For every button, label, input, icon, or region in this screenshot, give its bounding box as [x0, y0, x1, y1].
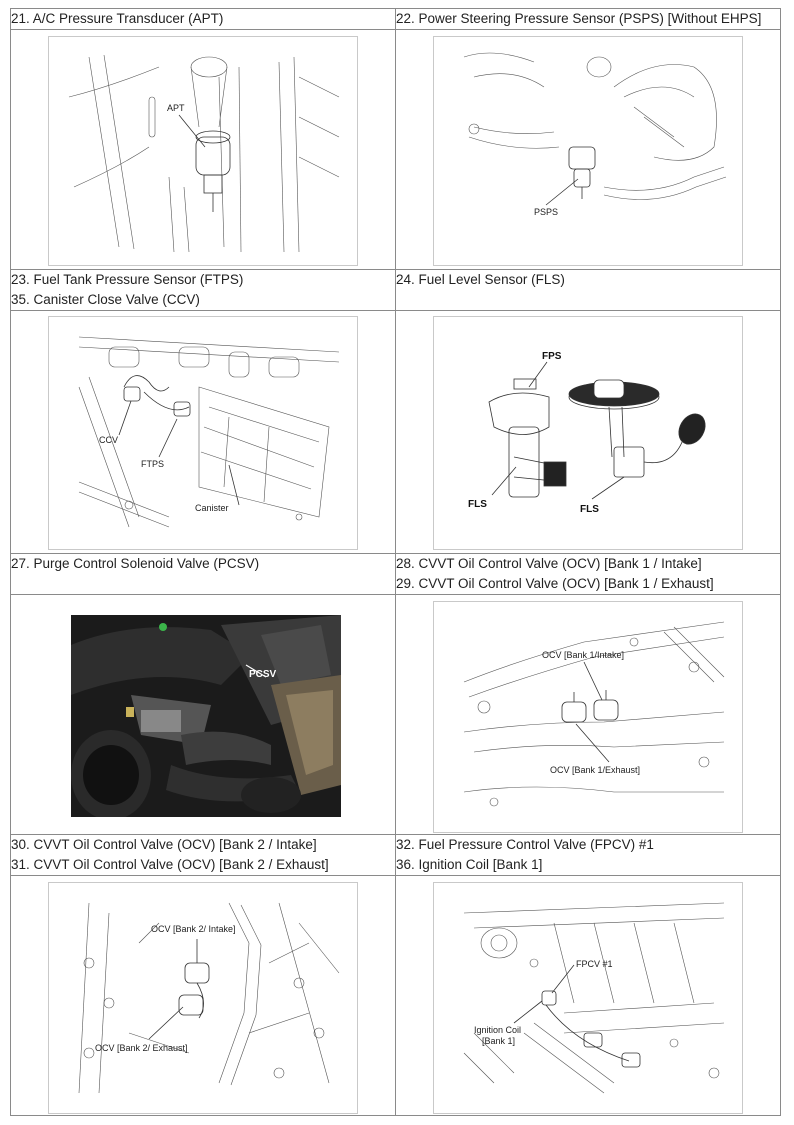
image-cell-fpcv-coil: FPCV #1 Ignition Coil [Bank 1]	[395, 875, 781, 1116]
header-line: 23. Fuel Tank Pressure Sensor (FTPS)	[11, 272, 244, 287]
callout-fpcv: FPCV #1	[576, 959, 613, 969]
header-line: 28. CVVT Oil Control Valve (OCV) [Bank 1…	[396, 556, 702, 571]
header-line: 35. Canister Close Valve (CCV)	[11, 292, 200, 307]
header-line: 36. Ignition Coil [Bank 1]	[396, 857, 543, 872]
ftps-ccv-illustration: CCV FTPS Canister	[48, 316, 358, 550]
header-pcsv: 27. Purge Control Solenoid Valve (PCSV)	[10, 553, 396, 595]
callout-fls-left: FLS	[468, 499, 487, 510]
header-line: 27. Purge Control Solenoid Valve (PCSV)	[11, 556, 260, 571]
callout-ignition-coil-bank: [Bank 1]	[482, 1036, 515, 1046]
header-line: 21. A/C Pressure Transducer (APT)	[11, 11, 224, 26]
ocv-bank1-illustration: OCV [Bank 1/Intake] OCV [Bank 1/Exhaust]	[433, 601, 743, 833]
header-line: 22. Power Steering Pressure Sensor (PSPS…	[396, 11, 762, 26]
header-line: 31. CVVT Oil Control Valve (OCV) [Bank 2…	[11, 857, 329, 872]
header-line: 29. CVVT Oil Control Valve (OCV) [Bank 1…	[396, 576, 714, 591]
callout-ocv-bank2-intake: OCV [Bank 2/ Intake]	[151, 924, 236, 934]
callout-ocv-bank1-intake: OCV [Bank 1/Intake]	[542, 650, 624, 660]
header-line: 24. Fuel Level Sensor (FLS)	[396, 272, 565, 287]
callout-ftps: FTPS	[141, 459, 164, 469]
callout-fps: FPS	[542, 351, 562, 362]
callout-fls-right: FLS	[580, 504, 599, 515]
header-fls: 24. Fuel Level Sensor (FLS)	[395, 269, 781, 311]
image-cell-fls: FPS FLS FLS	[395, 310, 781, 554]
image-cell-psps: PSPS	[395, 29, 781, 270]
image-cell-ftps-ccv: CCV FTPS Canister	[10, 310, 396, 554]
header-fpcv-coil: 32. Fuel Pressure Control Valve (FPCV) #…	[395, 834, 781, 876]
header-apt: 21. A/C Pressure Transducer (APT)	[10, 8, 396, 30]
callout-apt: APT	[167, 103, 185, 113]
fpcv-coil-illustration: FPCV #1 Ignition Coil [Bank 1]	[433, 882, 743, 1114]
header-ocv-bank2: 30. CVVT Oil Control Valve (OCV) [Bank 2…	[10, 834, 396, 876]
callout-ocv-bank1-exhaust: OCV [Bank 1/Exhaust]	[550, 765, 640, 775]
image-cell-ocv-bank2: OCV [Bank 2/ Intake] OCV [Bank 2/ Exhaus…	[10, 875, 396, 1116]
image-cell-ocv-bank1: OCV [Bank 1/Intake] OCV [Bank 1/Exhaust]	[395, 594, 781, 835]
component-location-table: 21. A/C Pressure Transducer (APT) 22. Po…	[10, 8, 781, 1116]
header-ftps-ccv: 23. Fuel Tank Pressure Sensor (FTPS) 35.…	[10, 269, 396, 311]
image-cell-apt: APT	[10, 29, 396, 270]
header-ocv-bank1: 28. CVVT Oil Control Valve (OCV) [Bank 1…	[395, 553, 781, 595]
callout-ignition-coil: Ignition Coil	[474, 1025, 521, 1035]
apt-illustration: APT	[48, 36, 358, 266]
pcsv-photo: PCSV	[71, 615, 341, 817]
image-cell-pcsv: PCSV	[10, 594, 396, 835]
header-psps: 22. Power Steering Pressure Sensor (PSPS…	[395, 8, 781, 30]
fls-illustration: FPS FLS FLS	[433, 316, 743, 550]
callout-canister: Canister	[195, 503, 229, 513]
header-line: 32. Fuel Pressure Control Valve (FPCV) #…	[396, 837, 654, 852]
ocv-bank2-illustration: OCV [Bank 2/ Intake] OCV [Bank 2/ Exhaus…	[48, 882, 358, 1114]
psps-illustration: PSPS	[433, 36, 743, 266]
header-line: 30. CVVT Oil Control Valve (OCV) [Bank 2…	[11, 837, 317, 852]
callout-psps: PSPS	[534, 207, 558, 217]
callout-ccv: CCV	[99, 435, 118, 445]
callout-ocv-bank2-exhaust: OCV [Bank 2/ Exhaust]	[95, 1043, 188, 1053]
callout-pcsv: PCSV	[249, 669, 277, 680]
